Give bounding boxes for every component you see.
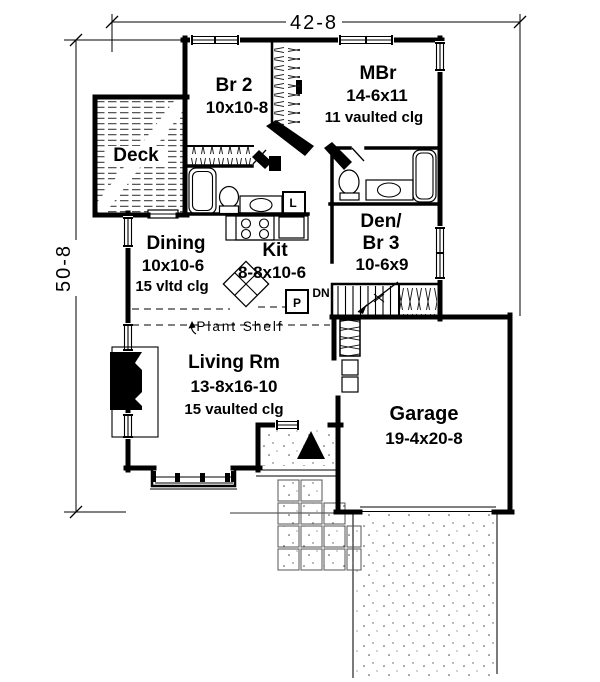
window-den-right — [435, 226, 445, 280]
window-dining-left — [123, 216, 133, 248]
mbr-closet-hatch — [274, 44, 300, 126]
den-name-line1: Den/ — [360, 211, 402, 232]
den-closet-hatch — [400, 287, 437, 315]
plant-shelf-lines — [132, 306, 330, 335]
bathtub — [188, 167, 217, 215]
kitchen-name: Kit — [262, 240, 288, 261]
master-bath-fixtures — [338, 149, 437, 203]
window-mbr-right — [435, 41, 445, 72]
kitchen-island — [222, 260, 270, 308]
walkway-tiles — [277, 479, 362, 571]
fireplace — [110, 346, 159, 438]
toilet — [218, 185, 240, 209]
garage-steps — [341, 359, 359, 393]
garage-size: 19-4x20-8 — [385, 429, 463, 448]
deck-area — [92, 94, 190, 219]
living-size: 13-8x16-10 — [191, 377, 278, 396]
entry-arrow-icon — [297, 431, 325, 459]
linen-label: L — [289, 196, 296, 210]
window-entry-sidelight — [275, 420, 300, 430]
br2-size: 10x10-8 — [206, 98, 268, 117]
pantry — [285, 289, 309, 314]
br2-closet-hatch — [188, 147, 253, 165]
garage-name: Garage — [390, 403, 459, 425]
hall-diagonal-wall — [266, 120, 314, 156]
refrigerator — [278, 216, 305, 239]
toilet — [338, 169, 360, 195]
den-size: 10-6x9 — [356, 255, 409, 274]
dining-size: 10x10-6 — [142, 256, 204, 275]
window-living-left-lower — [123, 413, 133, 439]
entry-hall-diagonal-wall — [252, 150, 272, 169]
bay-window — [150, 466, 237, 490]
window-br2-top — [190, 35, 240, 45]
vanity — [239, 195, 283, 215]
room-labels: Deck Br 2 10x10-8 MBr 14-6x11 11 vaulted… — [113, 63, 462, 448]
interior-walls — [184, 40, 442, 319]
coat-closet-hatch — [339, 319, 361, 357]
mbr-ceiling: 11 vaulted clg — [325, 109, 423, 126]
mbr-size: 14-6x11 — [346, 86, 407, 105]
sink — [376, 182, 402, 198]
kitchen-size: 8-8x10-6 — [238, 263, 306, 282]
kitchen-fixtures — [222, 215, 309, 308]
plant-shelf-label: Plant Shelf — [196, 319, 283, 334]
window-mbr-top — [338, 35, 394, 45]
stove — [235, 215, 275, 241]
driveway — [230, 512, 498, 678]
pantry-label: P — [293, 296, 301, 310]
stairs — [337, 281, 399, 316]
dining-ceiling: 15 vltd clg — [135, 278, 208, 295]
living-name: Living Rm — [188, 352, 280, 373]
dining-name: Dining — [146, 233, 205, 254]
br2-door-leaf — [252, 149, 267, 165]
garage-door — [360, 506, 496, 513]
living-ceiling: 15 vaulted clg — [184, 401, 283, 418]
window-living-left-upper — [123, 323, 133, 352]
br2-name: Br 2 — [216, 75, 253, 96]
den-name-line2: Br 3 — [363, 233, 400, 254]
annotation-labels: Plant Shelf DN P L — [196, 196, 329, 334]
sink — [249, 197, 273, 213]
dimension-width-label: 42-8 — [290, 12, 338, 34]
mbr-door-leaf — [351, 147, 365, 162]
mbr-bath-diagonal-wall — [324, 142, 352, 170]
windows — [123, 35, 445, 439]
mbr-name: MBr — [360, 63, 398, 84]
entry-porch — [256, 429, 338, 477]
closets — [188, 44, 437, 357]
dimension-height-label: 50-8 — [53, 244, 75, 292]
deck-label: Deck — [113, 145, 159, 166]
bathtub — [412, 149, 437, 203]
hall-bath-fixtures — [188, 167, 283, 215]
dimension-lines: 42-8 50-8 — [53, 12, 527, 519]
stairs-dn-label: DN — [312, 286, 329, 300]
